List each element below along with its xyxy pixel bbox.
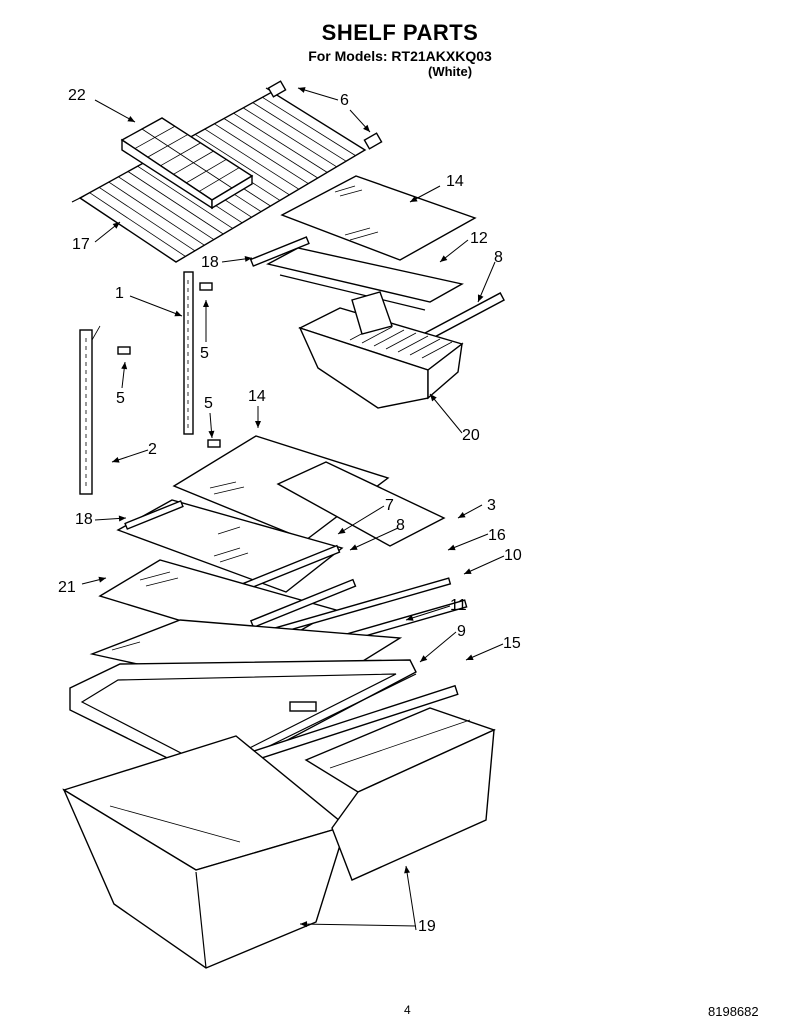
callout-14: 14 [446,173,464,190]
egg-tray [120,117,254,210]
callout-18: 18 [201,254,219,271]
callout-15: 15 [503,635,521,652]
callout-5: 5 [116,390,125,407]
callout-1: 1 [115,285,124,302]
callout-17: 17 [72,236,90,253]
callout-7: 7 [385,497,394,514]
page-title: SHELF PARTS [321,20,479,45]
callout-9: 9 [457,623,466,640]
callout-3: 3 [487,497,496,514]
upper-glass-shelf [280,175,477,261]
callout-2: 2 [148,441,157,458]
callout-10: 10 [504,547,522,564]
crisper-frame [69,659,417,781]
crisper-drawer-left [62,735,348,969]
shelf-frame [266,247,464,311]
rail-8 [249,578,357,629]
shelf-pin [267,80,383,150]
callout-21: 21 [58,579,76,596]
meat-drawer [298,291,464,409]
callout-8: 8 [494,249,503,266]
callout-20: 20 [462,427,480,444]
callout-19: 19 [418,918,436,935]
upper-shelf-trim [249,236,310,267]
shelf-support-right [183,271,194,435]
crisper-drawer-right [304,707,496,881]
callout-11: 11 [450,597,467,614]
callout-5: 5 [204,395,213,412]
callout-5: 5 [200,345,209,362]
callout-14: 14 [248,388,266,405]
callout-12: 12 [470,230,488,247]
callout-22: 22 [68,87,86,104]
shelf-support-left [79,325,101,495]
callout-18: 18 [75,511,93,528]
page-number: 4 [404,1003,411,1017]
callout-6: 6 [340,92,349,109]
color-variant: (White) [428,64,473,79]
leader-lines [81,87,505,931]
callout-8: 8 [396,517,405,534]
callout-16: 16 [488,527,506,544]
screws [117,282,221,448]
front-trim-18 [124,500,184,530]
document-number: 8198682 [708,1004,759,1019]
model-line: For Models: RT21AKXKQ03 [308,48,492,64]
